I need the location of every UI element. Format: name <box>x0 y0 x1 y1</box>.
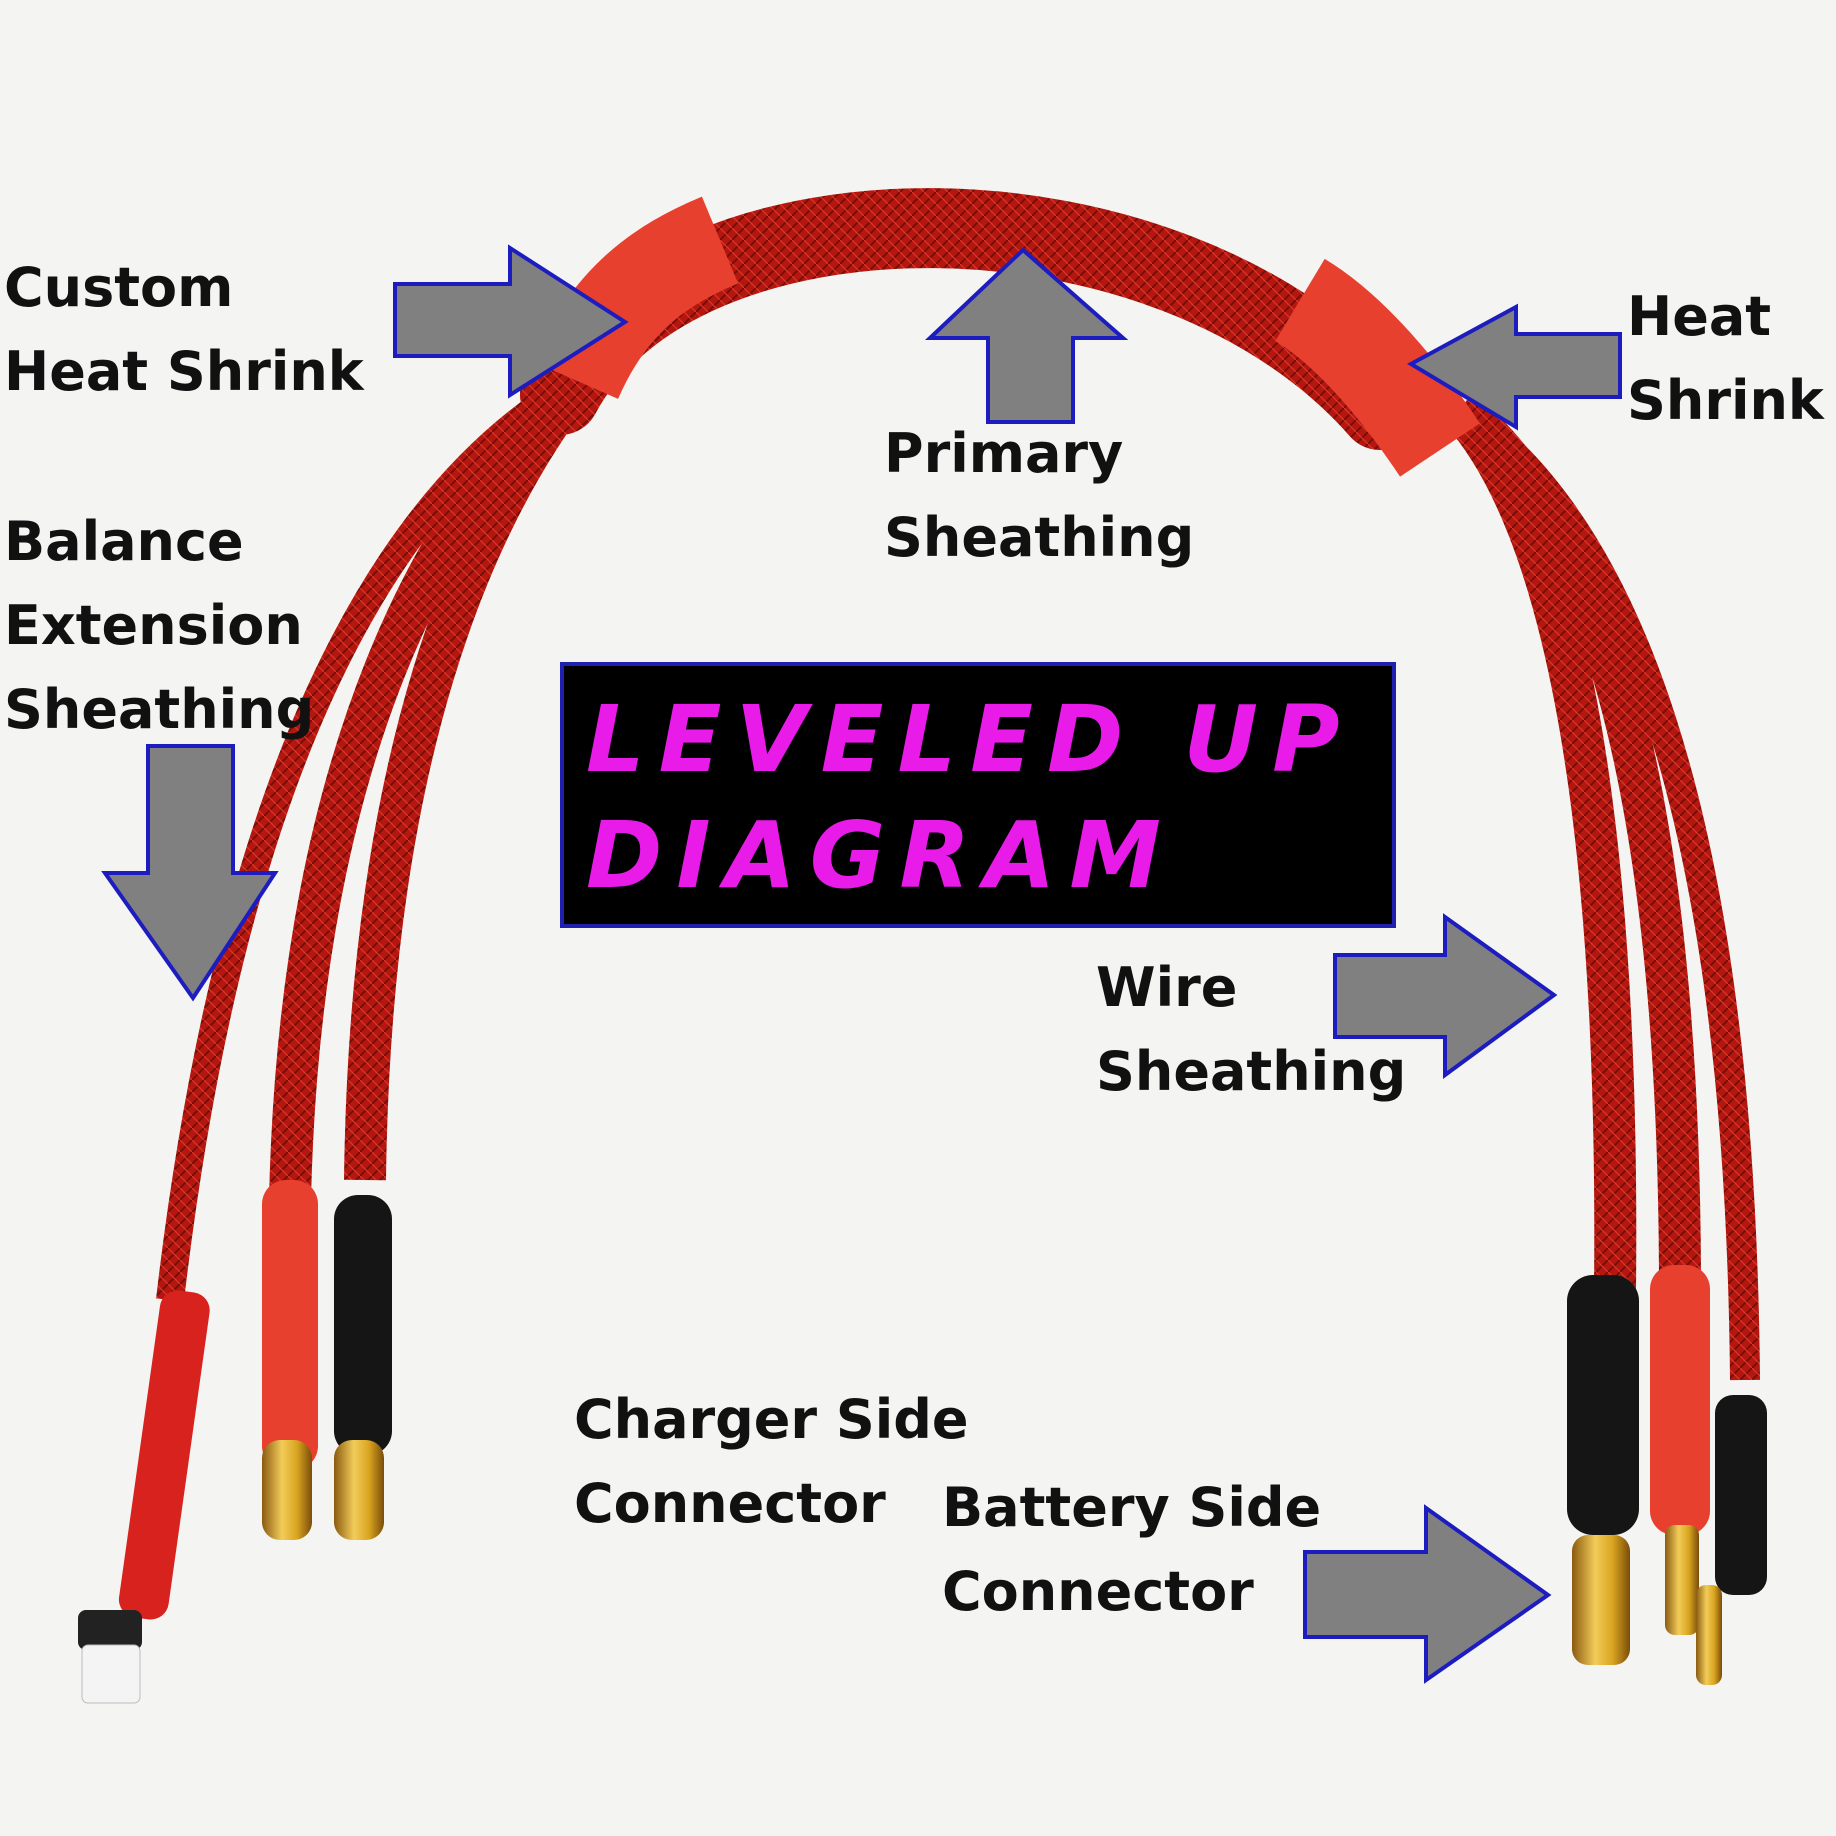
charger-pin-2 <box>334 1440 384 1540</box>
arrow-primary-sheathing <box>924 247 1129 424</box>
heat-shrink-right <box>1274 258 1480 477</box>
title-banner: LEVELED UP DIAGRAM <box>560 662 1396 928</box>
label-battery-side-connector: Battery Side Connector <box>942 1476 1322 1623</box>
label-charger-side-connector: Charger Side Connector <box>574 1388 969 1535</box>
battery-pin-2 <box>1665 1525 1699 1635</box>
battery-pin-1 <box>1572 1535 1630 1665</box>
label-heat-shrink: Heat Shrink <box>1627 285 1824 432</box>
label-primary-sheathing: Primary Sheathing <box>884 422 1195 569</box>
arrow-balance-extension-sheathing <box>101 744 279 1002</box>
title-line-2: DIAGRAM <box>586 802 1175 909</box>
wire-left-2 <box>344 367 597 1181</box>
balance-plug-housing <box>81 1644 141 1704</box>
label-custom-heat-shrink: Custom Heat Shrink <box>4 256 364 403</box>
label-balance-extension-sheathing: Balance Extension Sheathing <box>4 510 315 741</box>
battery-heat-shrink-red <box>1650 1265 1710 1535</box>
heat-shrink-left <box>531 196 739 400</box>
battery-pin-3 <box>1696 1585 1722 1685</box>
arrow-wire-sheathing <box>1333 913 1558 1079</box>
title-line-1: LEVELED UP <box>586 686 1354 793</box>
balance-heat-shrink <box>118 1290 210 1620</box>
battery-heat-shrink-black <box>1567 1275 1639 1535</box>
charger-heat-shrink-red <box>262 1180 318 1470</box>
arrow-custom-heat-shrink <box>393 244 629 399</box>
charger-pin-1 <box>262 1440 312 1540</box>
balance-lead-right <box>1451 397 1760 1381</box>
balance-heat-shrink-right <box>1715 1395 1767 1595</box>
arrow-battery-side-connector <box>1303 1504 1552 1684</box>
label-wire-sheathing: Wire Sheathing <box>1096 956 1407 1103</box>
charger-heat-shrink-black <box>334 1195 392 1455</box>
balance-plug <box>78 1610 142 1650</box>
arrow-heat-shrink <box>1406 303 1622 431</box>
